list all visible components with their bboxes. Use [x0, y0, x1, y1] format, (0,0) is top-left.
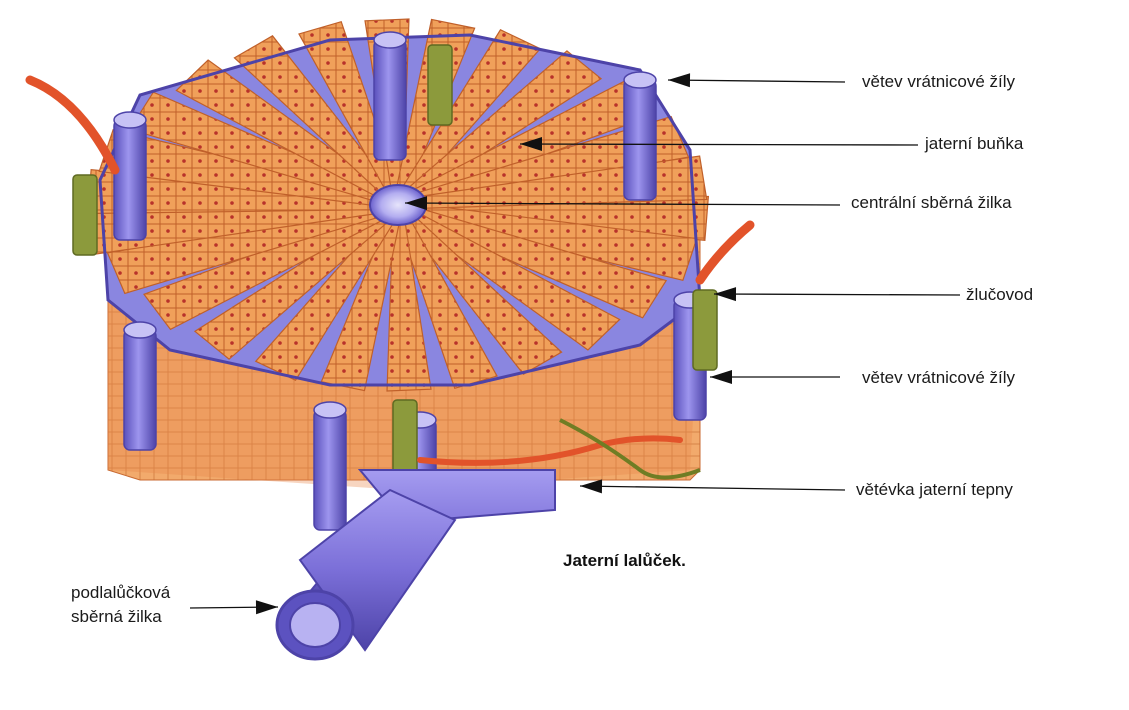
portal-vein-branch	[123, 329, 157, 451]
pointer-bile-duct-arrowhead	[714, 287, 737, 302]
pointer-hepatic-artery-line	[579, 485, 846, 491]
hepatic-artery	[695, 220, 755, 285]
label-portal-vein-branch-lower: větev vrátnicové žíly	[862, 368, 1016, 387]
pointer-portal-vein-lower-arrowhead	[710, 370, 732, 384]
pointer-hepatic-artery-arrowhead	[580, 479, 603, 494]
portal-vein-opening	[123, 321, 157, 339]
portal-vein-branch	[313, 409, 347, 531]
portal-vein-opening	[113, 111, 147, 129]
portal-vein-opening	[623, 71, 657, 89]
figure-caption: Jaterní lalůček.	[563, 551, 686, 570]
pointer-portal-vein-top-line	[667, 79, 846, 83]
pointer-bile-duct-line	[713, 293, 961, 296]
pointer-portal-vein-top-arrowhead	[668, 73, 691, 88]
hepatic-artery-branch	[417, 435, 683, 466]
label-sublobular-vein-line2: sběrná žilka	[71, 607, 162, 626]
nerve-branch	[559, 418, 701, 480]
label-central-vein: centrální sběrná žilka	[851, 193, 1012, 212]
label-hepatic-artery-branch: větévka jaterní tepny	[856, 480, 1013, 499]
portal-vein-branch	[373, 39, 407, 161]
sublobular-vein-lumen	[289, 602, 341, 648]
pointer-central-vein-arrowhead	[405, 196, 428, 211]
pointer-central-vein-line	[404, 202, 841, 206]
label-bile-duct: žlučovod	[966, 285, 1034, 304]
pointer-hepatocyte-line	[519, 143, 919, 146]
bile-duct	[427, 44, 453, 126]
hepatic-artery	[25, 75, 120, 175]
label-portal-vein-branch-top: větev vrátnicové žíly	[862, 72, 1016, 91]
portal-vein-opening	[373, 31, 407, 49]
portal-vein-opening	[313, 401, 347, 419]
bile-duct	[72, 174, 98, 256]
pointer-sublobular-vein-arrowhead	[255, 600, 278, 615]
portal-vein-branch	[623, 79, 657, 201]
portal-vein-branch	[113, 119, 147, 241]
label-hepatocyte: jaterní buňka	[925, 134, 1024, 153]
bile-duct	[692, 289, 718, 371]
pointer-hepatocyte-arrowhead	[520, 137, 543, 152]
label-sublobular-vein-line1: podlalůčková	[71, 583, 171, 602]
bile-duct	[392, 399, 418, 481]
